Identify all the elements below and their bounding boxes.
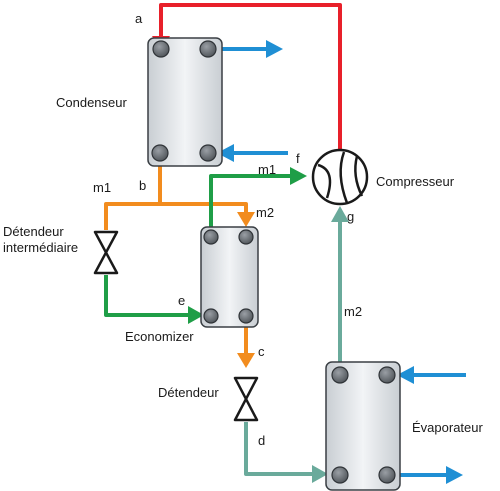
condenser-port-a <box>152 40 170 58</box>
condenser-port-water-in <box>199 144 217 162</box>
evaporator-port-d <box>331 466 349 484</box>
point-label-c: c <box>258 344 265 359</box>
economizer-port-e <box>203 308 219 324</box>
condenser-port-water-out <box>199 40 217 58</box>
expansion-valve-label: Détendeur <box>158 385 219 400</box>
evaporator-water-lines <box>392 366 466 484</box>
flow-label-m1-top: m1 <box>258 162 276 177</box>
intermediate-vapor-line <box>104 167 307 324</box>
evaporator-label: Évaporateur <box>412 420 483 435</box>
intermediate-valve-label-line1: Détendeur <box>3 224 64 239</box>
point-label-a: a <box>135 11 143 26</box>
point-label-g: g <box>347 209 354 224</box>
point-label-e: e <box>178 293 185 308</box>
evaporator-port-g <box>331 366 349 384</box>
intermediate-expansion-valve <box>93 230 119 275</box>
condenser-port-b <box>151 144 169 162</box>
flow-label-m1-left: m1 <box>93 180 111 195</box>
compressor-label: Compresseur <box>376 174 455 189</box>
flow-label-m2-economizer: m2 <box>256 205 274 220</box>
liquid-line <box>104 162 255 368</box>
economizer-label: Economizer <box>125 329 194 344</box>
intermediate-valve-label-line2: intermédiaire <box>3 240 78 255</box>
low-pressure-line <box>244 206 349 483</box>
point-label-b: b <box>139 178 146 193</box>
compressor <box>311 148 369 206</box>
evaporator <box>325 361 401 491</box>
point-label-d: d <box>258 433 265 448</box>
point-label-f: f <box>296 151 300 166</box>
economizer-port-c <box>238 308 254 324</box>
evaporator-port-water-out <box>378 466 396 484</box>
evaporator-port-water-in <box>378 366 396 384</box>
condenser <box>147 37 223 167</box>
expansion-valve <box>233 376 259 422</box>
economizer <box>200 226 259 328</box>
economizer-port-vapor-out <box>203 229 219 245</box>
condenser-label: Condenseur <box>56 95 127 110</box>
flow-label-m2-suction: m2 <box>344 304 362 319</box>
economizer-port-liquid-in <box>238 229 254 245</box>
